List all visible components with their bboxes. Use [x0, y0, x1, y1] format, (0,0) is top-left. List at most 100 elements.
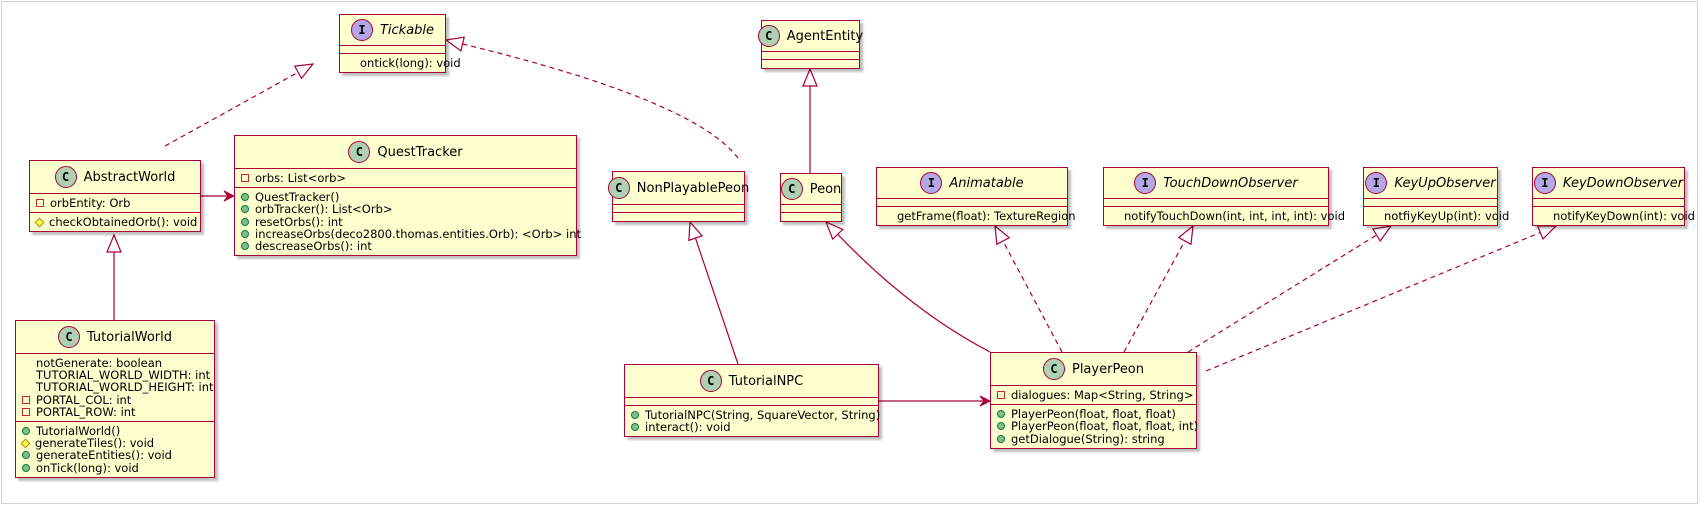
method-row: interact(): void	[631, 421, 872, 433]
public-marker-icon	[241, 217, 249, 226]
method-row: PlayerPeon(float, float, float)	[997, 408, 1190, 420]
interface-badge-icon: I	[350, 19, 373, 41]
class-header: I KeyDownObserver	[1533, 168, 1684, 198]
methods-section	[762, 59, 859, 68]
method-text: getFrame(float): TextureRegion	[897, 209, 1076, 223]
public-marker-icon	[241, 205, 249, 214]
field-row: dialogues: Map<String, String>	[997, 388, 1194, 402]
field-text: dialogues: Map<String, String>	[1011, 388, 1194, 402]
method-text: TutorialWorld()	[36, 423, 121, 438]
class-badge-icon: C	[348, 141, 371, 163]
field-row: TUTORIAL_WORLD_WIDTH: int	[22, 368, 211, 383]
field-text: PORTAL_ROW: int	[36, 404, 136, 419]
method-row: generateTiles(): void	[20, 436, 208, 451]
method-text: ontick(long): void	[360, 56, 461, 70]
class-name: Tickable	[379, 22, 435, 38]
method-row: TutorialWorld()	[22, 425, 208, 437]
class-name: TouchDownObserver	[1163, 175, 1298, 191]
inheritance-arrowhead-icon	[106, 233, 122, 253]
field-text: orbEntity: Orb	[50, 196, 131, 210]
method-row: generateEntities(): void	[22, 448, 208, 463]
public-marker-icon	[997, 434, 1005, 443]
method-text: notifyTouchDown(int, int, int, int): voi…	[1124, 209, 1346, 223]
private-marker-icon	[241, 174, 249, 183]
relation-realization-line	[1002, 240, 1063, 353]
field-text: TUTORIAL_WORLD_HEIGHT: int	[36, 380, 214, 395]
field-row: TUTORIAL_WORLD_HEIGHT: int	[22, 381, 214, 393]
private-marker-icon	[22, 395, 30, 404]
methods-section: getFrame(float): TextureRegion	[877, 206, 1076, 225]
field-row: orbs: List<orb>	[241, 172, 570, 184]
inheritance-arrowhead-icon	[1536, 225, 1558, 241]
methods-section: QuestTracker()orbTracker(): List<Orb>res…	[235, 187, 581, 255]
class-header: I Tickable	[340, 15, 445, 45]
class-badge-icon: C	[780, 178, 803, 200]
public-marker-icon	[997, 422, 1005, 431]
protected-marker-icon	[34, 217, 45, 228]
no-visibility-icon	[22, 383, 30, 391]
no-visibility-icon	[1110, 212, 1118, 220]
method-text: TutorialNPC(String, SquareVector, String…	[645, 408, 881, 422]
class-tickable[interactable]: I Tickable ontick(long): void	[339, 14, 461, 74]
inheritance-arrowhead-icon	[824, 220, 844, 241]
method-text: generateEntities(): void	[36, 448, 172, 463]
interface-badge-icon: I	[1533, 172, 1556, 194]
fields-section	[340, 45, 445, 53]
class-badge-icon: C	[757, 25, 780, 47]
method-row: orbTracker(): List<Orb>	[241, 203, 570, 216]
field-text: TUTORIAL_WORLD_WIDTH: int	[36, 368, 211, 383]
method-row: getDialogue(String): string	[997, 432, 1190, 445]
inheritance-arrowhead-icon	[444, 36, 465, 52]
class-name: KeyDownObserver	[1562, 175, 1684, 191]
class-badge-icon: C	[57, 326, 80, 348]
public-marker-icon	[241, 193, 249, 202]
method-row: descreaseOrbs(): int	[241, 240, 570, 252]
no-visibility-icon	[22, 359, 30, 367]
field-text: orbs: List<orb>	[255, 171, 347, 185]
method-text: resetOrbs(): int	[255, 214, 343, 229]
association-arrowhead-icon	[223, 190, 236, 202]
inheritance-arrowhead-icon	[293, 63, 315, 80]
method-text: PlayerPeon(float, float, float)	[1011, 407, 1176, 422]
class-badge-icon: C	[607, 177, 630, 199]
relation-realization-line	[164, 71, 299, 147]
class-badge-icon: C	[54, 166, 77, 188]
methods-section: PlayerPeon(float, float, float)PlayerPeo…	[991, 404, 1199, 448]
field-row: PORTAL_COL: int	[22, 392, 208, 407]
fields-section: orbEntity: Orb	[30, 193, 200, 212]
method-text: interact(): void	[645, 420, 731, 435]
field-row: PORTAL_ROW: int	[22, 406, 208, 418]
field-text: PORTAL_COL: int	[36, 392, 132, 407]
method-row: notifyTouchDown(int, int, int, int): voi…	[1110, 210, 1345, 222]
method-row: resetOrbs(): int	[241, 214, 570, 229]
no-visibility-icon	[1539, 212, 1547, 220]
private-marker-icon	[997, 391, 1005, 400]
method-text: checkObtainedOrb(): void	[49, 215, 198, 230]
class-name: Animatable	[949, 175, 1024, 191]
methods-section	[613, 212, 744, 221]
class-abstract-world[interactable]: C AbstractWorld orbEntity: Orb checkObtaine…	[29, 160, 201, 233]
method-text: generateTiles(): void	[35, 436, 155, 451]
relation-realization-line	[1205, 231, 1541, 372]
protected-marker-icon	[20, 438, 31, 449]
method-text: PlayerPeon(float, float, float, int)	[1011, 419, 1199, 434]
class-name: TutorialWorld	[86, 329, 173, 345]
fields-section: orbs: List<orb>	[235, 168, 576, 187]
fields-section: dialogues: Map<String, String>	[991, 385, 1196, 404]
public-marker-icon	[22, 463, 30, 472]
class-name: AbstractWorld	[83, 169, 176, 185]
